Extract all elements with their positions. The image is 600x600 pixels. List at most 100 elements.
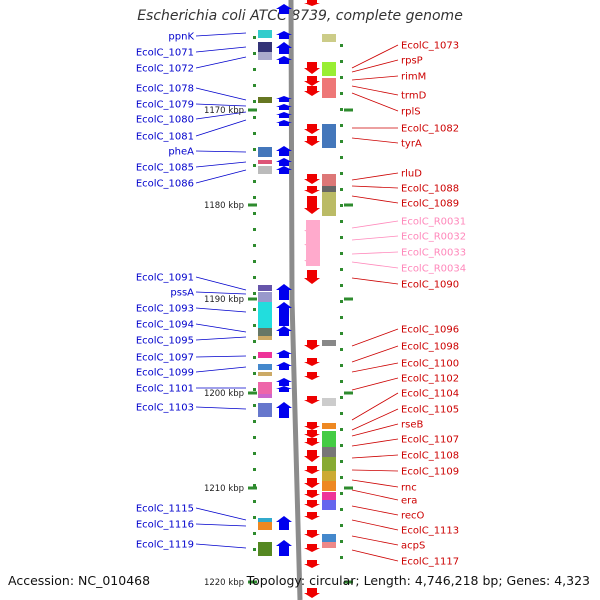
left-gene-label: EcolC_1091 (136, 273, 194, 284)
left-gene-label: EcolC_1081 (136, 132, 194, 143)
reverse-gene-arrow (304, 86, 320, 96)
reverse-gene-arrow (304, 0, 320, 6)
right-label-leader (351, 185, 399, 189)
feature-block (322, 492, 336, 500)
tick-dot-right (340, 412, 343, 415)
right-label-leader (351, 392, 399, 421)
reverse-gene-arrow (304, 238, 320, 250)
feature-block (322, 481, 336, 491)
right-gene-label: rimM (401, 72, 426, 83)
tick-dot-right (340, 108, 343, 111)
reverse-gene-arrow (304, 490, 320, 498)
right-gene-label: EcolC_1090 (401, 280, 459, 291)
tick-dot-right (340, 220, 343, 223)
right-gene-label: EcolC_1104 (401, 389, 459, 400)
reverse-gene-arrow (304, 588, 320, 598)
tick-dot-left (253, 468, 256, 471)
reverse-gene-arrow (304, 372, 320, 380)
reverse-gene-arrow (304, 340, 320, 350)
tick-label: 1210 kbp (204, 484, 244, 494)
feature-block (258, 166, 272, 174)
tick-label: 1190 kbp (204, 295, 244, 305)
tick-dot-left (253, 244, 256, 247)
tick-dot-right (340, 556, 343, 559)
feature-block (258, 302, 272, 328)
tick-dot-right (340, 444, 343, 447)
feature-block (322, 431, 336, 447)
feature-block (258, 522, 272, 530)
tick-dot-left (253, 116, 256, 119)
left-gene-label: EcolC_1097 (136, 353, 194, 364)
tick-dot-left (253, 292, 256, 295)
tick-dot-right (340, 124, 343, 127)
tick-dot-right (340, 540, 343, 543)
right-label-leader (351, 438, 399, 447)
right-gene-label: EcolC_1102 (401, 374, 459, 385)
feature-block (258, 364, 272, 370)
tick-dot-left (253, 516, 256, 519)
right-label-leader (351, 277, 399, 285)
left-gene-label: EcolC_1119 (136, 540, 194, 551)
right-label-leader (351, 85, 399, 96)
tick-dot-right (340, 492, 343, 495)
reverse-gene-arrow (304, 174, 320, 184)
left-label-leader (195, 150, 247, 153)
tick-dot-right (340, 188, 343, 191)
feature-block (258, 518, 272, 522)
left-label-leader (195, 103, 247, 107)
forward-gene-arrow (276, 158, 292, 166)
tick-dot-right (340, 92, 343, 95)
genome-stats-text: Topology: circular; Length: 4,746,218 bp… (246, 573, 590, 588)
feature-block (258, 328, 272, 336)
tick-dot-right (340, 476, 343, 479)
tick-dot-left (253, 308, 256, 311)
right-label-leader (351, 220, 399, 229)
reverse-gene-arrow (304, 466, 320, 474)
left-label-leader (195, 161, 247, 168)
reverse-gene-arrow (304, 544, 320, 552)
major-tick-right (344, 203, 353, 207)
tick-dot-left (253, 436, 256, 439)
feature-block (322, 542, 336, 548)
right-gene-label: EcolC_1107 (401, 435, 459, 446)
tick-dot-right (340, 348, 343, 351)
tick-dot-left (253, 132, 256, 135)
feature-block (322, 500, 336, 510)
left-label-leader (195, 323, 247, 333)
tick-dot-right (340, 332, 343, 335)
major-tick-right (344, 297, 353, 301)
forward-gene-arrow (276, 31, 292, 39)
reverse-gene-arrow (304, 124, 320, 134)
reverse-gene-arrow (304, 512, 320, 520)
feature-block (322, 447, 336, 457)
right-gene-label: EcolC_1089 (401, 199, 459, 210)
left-label-leader (195, 119, 247, 137)
reverse-gene-arrow (304, 252, 320, 266)
tick-dot-left (253, 532, 256, 535)
tick-dot-right (340, 284, 343, 287)
tick-dot-left (253, 356, 256, 359)
right-gene-label: rpsP (401, 56, 423, 67)
right-label-leader (351, 195, 399, 204)
feature-block (258, 52, 272, 60)
left-gene-label: EcolC_1099 (136, 368, 194, 379)
tick-dot-left (253, 276, 256, 279)
right-label-leader (351, 172, 399, 181)
left-label-leader (195, 46, 247, 53)
tick-dot-right (340, 380, 343, 383)
left-gene-label: EcolC_1080 (136, 115, 194, 126)
reverse-gene-arrow (304, 196, 320, 214)
tick-dot-left (253, 484, 256, 487)
feature-block (258, 97, 272, 103)
feature-block (322, 471, 336, 483)
tick-dot-right (340, 236, 343, 239)
right-label-leader (351, 454, 399, 459)
forward-gene-arrow (276, 540, 292, 556)
tick-dot-right (340, 140, 343, 143)
right-label-leader (351, 479, 399, 488)
left-gene-label: pssA (170, 288, 194, 299)
right-gene-label: era (401, 496, 417, 507)
left-label-leader (195, 291, 247, 295)
reverse-gene-arrow (304, 530, 320, 538)
right-label-leader (351, 519, 399, 531)
